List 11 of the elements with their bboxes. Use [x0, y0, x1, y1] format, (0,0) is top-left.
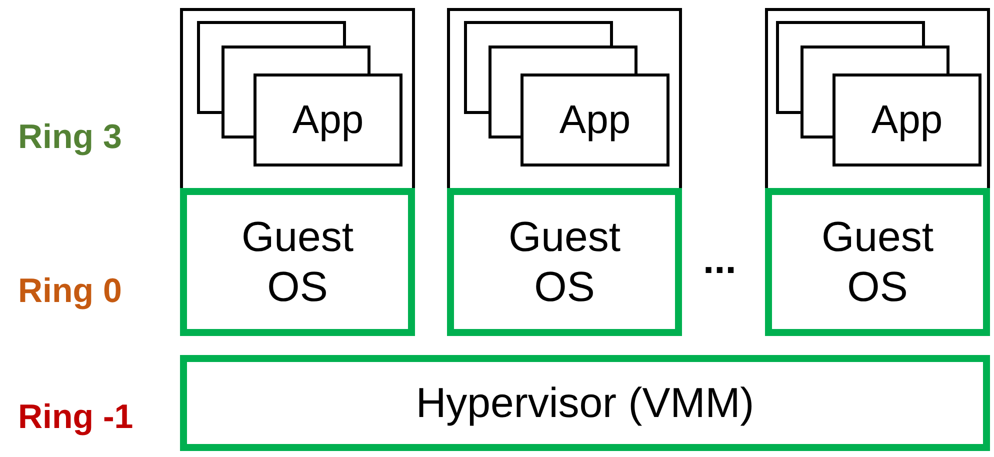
os-panel: Guest OS	[765, 188, 990, 336]
ring-label: Ring 3	[18, 118, 122, 157]
stacked-app-windows: App	[464, 21, 670, 167]
os-panel: Guest OS	[447, 188, 682, 336]
stacked-app-windows: App	[776, 21, 982, 167]
ellipsis: ...	[703, 238, 736, 283]
os-panel: Guest OS	[180, 188, 415, 336]
ring-label: Ring 0	[18, 272, 122, 311]
ring-label: Ring -1	[18, 398, 134, 437]
hypervisor-panel: Hypervisor (VMM)	[180, 355, 990, 451]
stacked-app-windows: App	[197, 21, 403, 167]
